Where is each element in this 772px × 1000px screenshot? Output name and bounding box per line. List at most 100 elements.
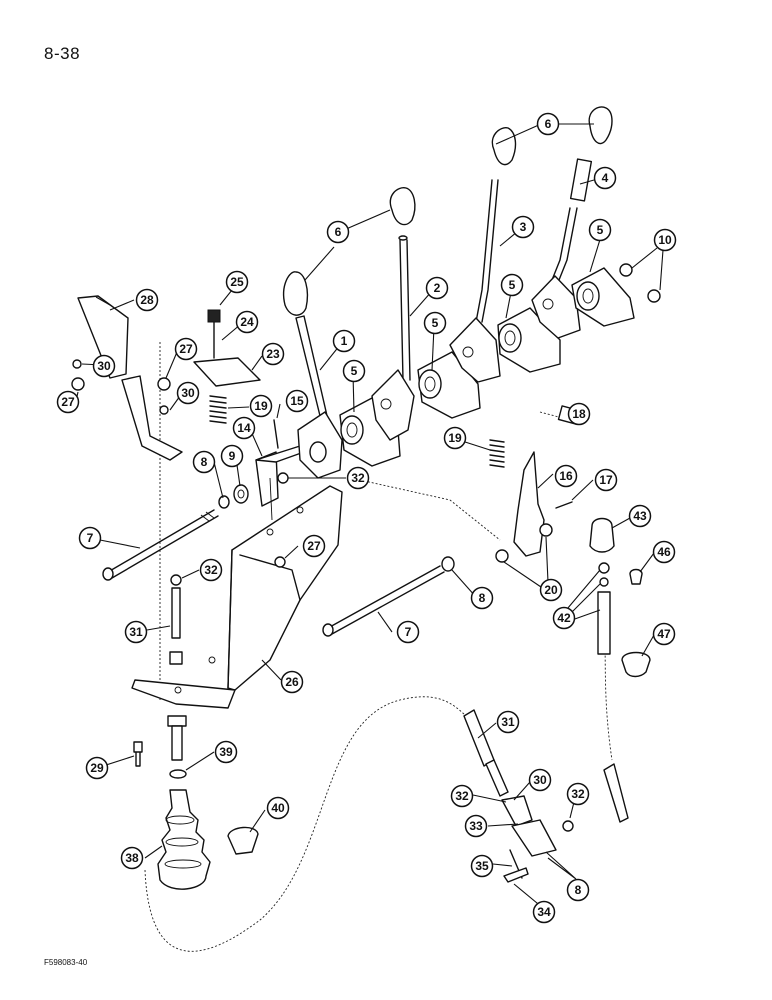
callout-46: 46: [652, 540, 676, 564]
washer-30-mid: [159, 405, 169, 415]
washer-30-left: [72, 359, 82, 369]
callout-30-mid: 30: [176, 381, 200, 405]
svg-text:3: 3: [520, 220, 527, 234]
callout-27-left: 27: [56, 390, 80, 414]
svg-text:10: 10: [658, 233, 672, 247]
callout-7-upper: 7: [78, 526, 102, 550]
svg-text:42: 42: [557, 611, 571, 625]
callout-47: 47: [652, 622, 676, 646]
svg-text:16: 16: [559, 469, 573, 483]
callout-43: 43: [628, 504, 652, 528]
plug-47: [621, 651, 651, 678]
svg-text:34: 34: [537, 905, 551, 919]
callout-8-right: 8: [470, 586, 494, 610]
callout-20: 20: [539, 578, 563, 602]
svg-text:30: 30: [533, 773, 547, 787]
svg-text:7: 7: [405, 625, 412, 639]
callout-26: 26: [280, 670, 304, 694]
lever-16: [513, 451, 545, 557]
cable-end-31-right: [463, 709, 557, 857]
callout-18: 18: [567, 402, 591, 426]
callout-27-mid: 27: [174, 337, 198, 361]
callout-3: 3: [511, 215, 535, 239]
svg-text:38: 38: [125, 851, 139, 865]
svg-text:8: 8: [201, 455, 208, 469]
svg-text:39: 39: [219, 745, 233, 759]
callout-23: 23: [261, 342, 285, 366]
callout-28: 28: [135, 288, 159, 312]
nut-10-bottom: [647, 289, 661, 303]
callout-32-nut: 32: [566, 782, 590, 806]
svg-text:27: 27: [307, 539, 321, 553]
control-cable: [144, 340, 613, 952]
shaft-lower: [322, 565, 445, 637]
cap-43: [589, 517, 615, 553]
nut-27-bracket: [274, 556, 286, 568]
svg-text:1: 1: [341, 334, 348, 348]
nut-10-top: [619, 263, 633, 277]
callout-24: 24: [235, 310, 259, 334]
screw-29: [133, 741, 143, 767]
svg-text:4: 4: [602, 171, 609, 185]
svg-text:5: 5: [597, 223, 604, 237]
shaft-upper: [102, 509, 219, 581]
svg-text:28: 28: [140, 293, 154, 307]
housing-5-fourth: [571, 267, 635, 327]
svg-text:25: 25: [230, 275, 244, 289]
ring-39: [169, 769, 187, 779]
washer-8-right: [441, 556, 455, 572]
callout-1: 1: [332, 329, 356, 353]
cap-40: [227, 826, 259, 855]
svg-text:32: 32: [571, 787, 585, 801]
svg-text:18: 18: [572, 407, 586, 421]
spring-19-left: [209, 395, 227, 424]
callout-2: 2: [425, 276, 449, 300]
washer-20-a: [495, 549, 509, 563]
svg-text:23: 23: [266, 347, 280, 361]
callout-8-left: 8: [192, 450, 216, 474]
svg-text:7: 7: [87, 531, 94, 545]
figure-code: F598083-40: [44, 958, 88, 967]
nut-32-bracket: [277, 472, 289, 484]
callout-9: 9: [220, 444, 244, 468]
lever-4-assembly: [531, 106, 613, 339]
nut-42: [598, 562, 610, 574]
callout-40: 40: [266, 796, 290, 820]
svg-text:40: 40: [271, 801, 285, 815]
nut-27-left: [71, 377, 85, 391]
callout-34: 34: [532, 900, 556, 924]
callout-30-left: 30: [92, 354, 116, 378]
svg-text:32: 32: [204, 563, 218, 577]
callout-32-rod: 32: [199, 558, 223, 582]
mounting-bracket: [131, 485, 343, 709]
svg-text:31: 31: [501, 715, 515, 729]
support-14: [255, 451, 279, 507]
svg-text:24: 24: [240, 315, 254, 329]
svg-text:8: 8: [479, 591, 486, 605]
lever-3-assembly: [449, 127, 517, 383]
svg-text:15: 15: [290, 394, 304, 408]
svg-text:5: 5: [432, 316, 439, 330]
callout-25: 25: [225, 270, 249, 294]
rod-end-right: [603, 763, 629, 823]
svg-text:47: 47: [657, 627, 671, 641]
svg-text:5: 5: [509, 278, 516, 292]
callout-27-bracket: 27: [302, 534, 326, 558]
callout-29: 29: [85, 756, 109, 780]
cable-rod-31-left: [167, 574, 187, 761]
svg-text:27: 27: [179, 342, 193, 356]
pin-15: [273, 419, 279, 449]
callout-5-third: 5: [500, 273, 524, 297]
callout-19-right: 19: [443, 426, 467, 450]
washer-8-left: [218, 495, 230, 509]
lever-2-assembly: [371, 187, 416, 441]
callout-7-lower: 7: [396, 620, 420, 644]
svg-text:5: 5: [351, 364, 358, 378]
callout-32-bracket: 32: [346, 466, 370, 490]
cap-46: [629, 568, 643, 585]
callout-16: 16: [554, 464, 578, 488]
svg-text:32: 32: [455, 789, 469, 803]
callout-35: 35: [470, 854, 494, 878]
svg-text:30: 30: [97, 359, 111, 373]
